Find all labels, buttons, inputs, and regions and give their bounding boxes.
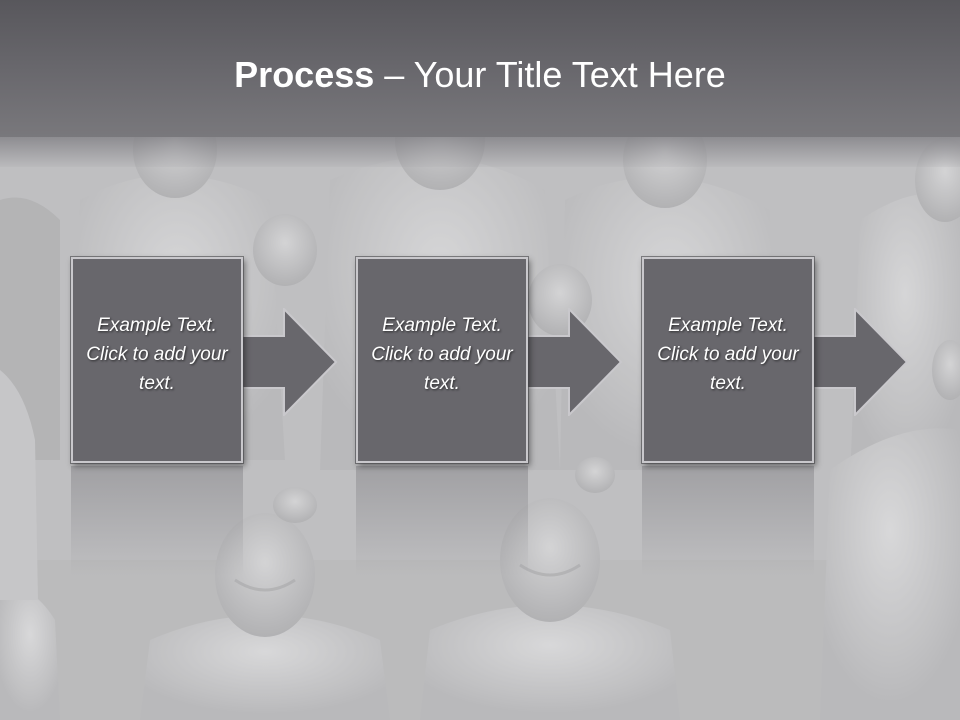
slide-title[interactable]: Process – Your Title Text Here [0,52,960,98]
step-2-reflection [356,466,528,576]
right-arrow-icon [809,308,909,416]
step-1-text: Example Text. Click to add your text. [86,315,228,394]
step-2-text: Example Text. Click to add your text. [371,315,513,394]
step-1-box[interactable]: Example Text. Click to add your text. [71,257,243,463]
step-1-reflection [71,466,243,576]
step-2-box[interactable]: Example Text. Click to add your text. [356,257,528,463]
step-3-text: Example Text. Click to add your text. [657,315,799,394]
title-bar [0,0,960,137]
title-band [0,137,960,167]
right-arrow-icon [523,308,623,416]
title-bold-part: Process [234,54,375,95]
right-arrow-icon [238,308,338,416]
step-3-box[interactable]: Example Text. Click to add your text. [642,257,814,463]
step-3-reflection [642,466,814,576]
title-rest-part: – Your Title Text Here [374,54,726,95]
